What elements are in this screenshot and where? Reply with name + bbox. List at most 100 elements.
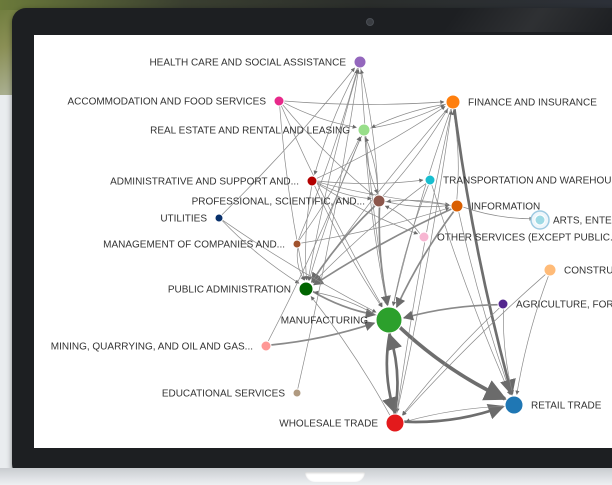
edge-management-public <box>296 247 305 281</box>
node-label-finance: FINANCE AND INSURANCE <box>468 98 597 109</box>
edge-finance-public <box>311 107 449 283</box>
node-label-mining: MINING, QUARRYING, AND OIL AND GAS... <box>51 342 253 353</box>
edge-agriculture-manufacturing <box>402 303 499 321</box>
node-admin[interactable] <box>306 175 318 187</box>
node-educational[interactable] <box>292 388 302 398</box>
node-label-health: HEALTH CARE AND SOCIAL ASSISTANCE <box>149 58 346 69</box>
node-health[interactable] <box>353 55 367 69</box>
edge-transport-manufacturing <box>391 184 429 307</box>
node-label-accom: ACCOMMODATION AND FOOD SERVICES <box>67 97 266 108</box>
edge-wholesale-manufacturing <box>386 333 403 415</box>
edge-utilities-public <box>221 220 300 284</box>
node-label-public: PUBLIC ADMINISTRATION <box>168 285 291 296</box>
edge-professional-realestate <box>365 137 379 196</box>
node-label-retail: RETAIL TRADE <box>531 401 602 412</box>
edge-accom-finance <box>283 100 445 105</box>
node-public[interactable] <box>298 281 314 297</box>
edge-manufacturing-retail <box>398 325 507 401</box>
edge-finance-wholesale <box>395 108 453 413</box>
edge-admin-finance <box>316 106 446 179</box>
node-label-wholesale: WHOLESALE TRADE <box>279 419 378 430</box>
background-strip <box>0 0 612 10</box>
edge-accom-professional <box>282 104 374 196</box>
edge-health-manufacturing <box>360 67 389 306</box>
node-label-other: OTHER SERVICES (EXCEPT PUBLIC... <box>437 233 612 244</box>
node-label-manufacturing: MANUFACTURING <box>281 316 368 327</box>
edge-agriculture-retail <box>503 308 514 395</box>
edge-transport-public <box>312 183 427 284</box>
bezel-glare <box>441 8 612 32</box>
edge-professional-health <box>359 69 379 196</box>
edge-retail-wholesale <box>405 405 506 423</box>
edge-mining-realestate <box>267 136 362 342</box>
node-label-information: INFORMATION <box>471 202 540 213</box>
edge-finance-retail <box>453 108 516 396</box>
laptop-screen: HEALTH CARE AND SOCIAL ASSISTANCE ACCOMMO… <box>34 35 612 448</box>
edge-mining-manufacturing <box>270 321 376 346</box>
node-professional[interactable] <box>372 194 386 208</box>
edge-admin-professional <box>316 182 372 201</box>
node-agriculture[interactable] <box>497 298 509 310</box>
node-layer <box>214 55 557 433</box>
label-layer: HEALTH CARE AND SOCIAL ASSISTANCE ACCOMMO… <box>51 58 612 430</box>
node-other[interactable] <box>418 231 430 243</box>
node-label-arts: ARTS, ENTER <box>553 216 612 227</box>
edge-admin-public <box>304 185 313 281</box>
node-label-professional: PROFESSIONAL, SCIENTIFIC, AND... <box>192 197 365 208</box>
edge-wholesale-retail <box>403 403 505 424</box>
node-realestate[interactable] <box>357 123 371 137</box>
node-wholesale[interactable] <box>385 413 405 433</box>
edge-realestate-finance <box>369 104 445 129</box>
edge-finance-manufacturing <box>392 108 452 307</box>
edge-agriculture-wholesale <box>402 307 500 416</box>
edge-accom-manufacturing <box>280 105 383 307</box>
node-arts[interactable] <box>534 214 546 226</box>
node-management[interactable] <box>292 239 302 249</box>
edge-admin-transport <box>316 178 424 184</box>
node-label-realestate: REAL ESTATE AND RENTAL AND LEASING <box>150 126 350 137</box>
edge-wholesale-finance <box>396 110 453 415</box>
node-mining[interactable] <box>260 340 272 352</box>
edge-wholesale-public <box>310 296 391 416</box>
edge-other-professional <box>384 205 421 235</box>
node-utilities[interactable] <box>214 213 224 223</box>
node-label-educational: EDUCATIONAL SERVICES <box>162 389 286 400</box>
node-label-agriculture: AGRICULTURE, FOR <box>516 300 612 311</box>
edge-utilities-health <box>221 67 355 216</box>
edge-information-professional <box>386 198 452 206</box>
edge-utilities-manufacturing <box>222 219 377 313</box>
edge-construction-wholesale <box>402 273 546 416</box>
node-construction[interactable] <box>543 263 557 277</box>
node-label-construction: CONSTRU <box>564 266 612 277</box>
edge-construction-retail <box>515 275 549 395</box>
edge-finance-realestate <box>371 103 447 128</box>
edge-management-realestate <box>298 136 361 241</box>
edge-management-information <box>300 206 450 244</box>
node-retail[interactable] <box>504 395 524 415</box>
edge-information-manufacturing <box>395 210 455 309</box>
node-manufacturing[interactable] <box>375 306 403 334</box>
node-finance[interactable] <box>445 94 461 110</box>
node-label-utilities: UTILITIES <box>160 214 207 225</box>
laptop-notch <box>305 472 365 482</box>
webcam-icon <box>366 18 374 26</box>
edge-accom-public <box>279 105 306 281</box>
edge-educational-health <box>297 69 361 390</box>
edge-management-health <box>297 69 359 241</box>
edge-information-retail <box>458 211 512 395</box>
edge-realestate-manufacturing <box>364 135 389 306</box>
node-label-management: MANAGEMENT OF COMPANIES AND... <box>103 240 285 251</box>
edge-admin-manufacturing <box>314 185 382 308</box>
edge-professional-finance <box>382 108 448 197</box>
edge-health-public <box>306 67 359 281</box>
node-information[interactable] <box>450 199 464 213</box>
node-transport[interactable] <box>424 174 436 186</box>
edge-admin-other <box>316 182 419 235</box>
edge-manufacturing-public <box>313 290 377 316</box>
industry-network-graph: HEALTH CARE AND SOCIAL ASSISTANCE ACCOMMO… <box>51 55 612 433</box>
edge-health-admin <box>313 67 359 175</box>
edge-professional-manufacturing <box>378 206 391 307</box>
node-label-admin: ADMINISTRATIVE AND SUPPORT AND... <box>110 177 299 188</box>
node-accom[interactable] <box>273 95 285 107</box>
node-label-transport: TRANSPORTATION AND WAREHOU <box>443 176 612 187</box>
